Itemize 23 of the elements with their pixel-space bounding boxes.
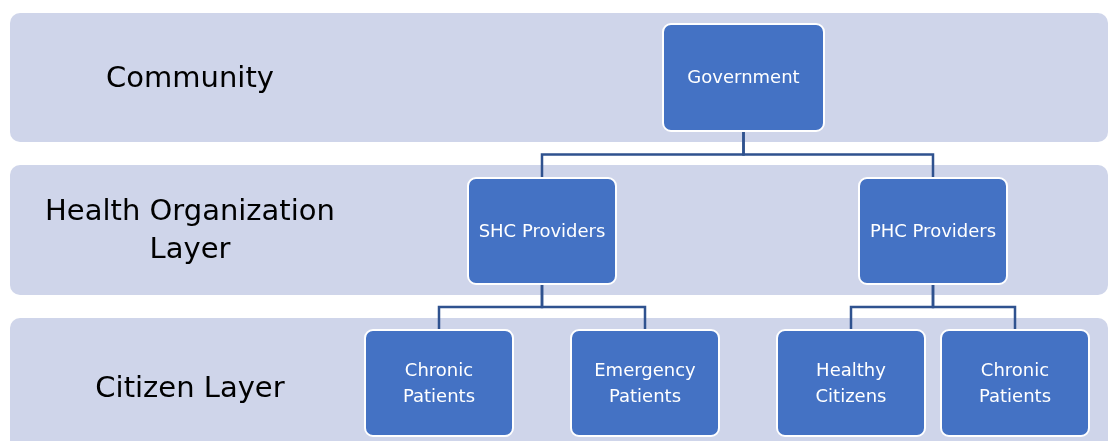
layer-band	[10, 318, 1108, 441]
layer-label: Community	[105, 58, 275, 96]
layer-band	[10, 13, 1108, 142]
entity-label: Chronic Patients	[401, 357, 477, 408]
entity-box	[662, 23, 825, 132]
layer-label: Citizen Layer	[94, 369, 286, 407]
entity-box	[858, 177, 1008, 285]
entity-label: Government	[686, 65, 801, 90]
entity-box	[776, 329, 926, 437]
layer-band	[10, 165, 1108, 295]
connector-line	[742, 132, 935, 177]
entity-label: SHC Providers	[477, 218, 607, 243]
entity-box	[570, 329, 720, 437]
entity-box	[364, 329, 514, 437]
entity-box	[467, 177, 617, 285]
connector-line	[931, 285, 1017, 329]
entity-label: Healthy Citizens	[814, 357, 888, 408]
layer-label: Health Organization Layer	[44, 192, 336, 267]
entity-label: PHC Providers	[868, 218, 998, 243]
entity-label: Emergency Patients	[593, 357, 697, 408]
entity-box	[940, 329, 1090, 437]
entity-label: Chronic Patients	[977, 357, 1053, 408]
connector-line	[540, 285, 647, 329]
